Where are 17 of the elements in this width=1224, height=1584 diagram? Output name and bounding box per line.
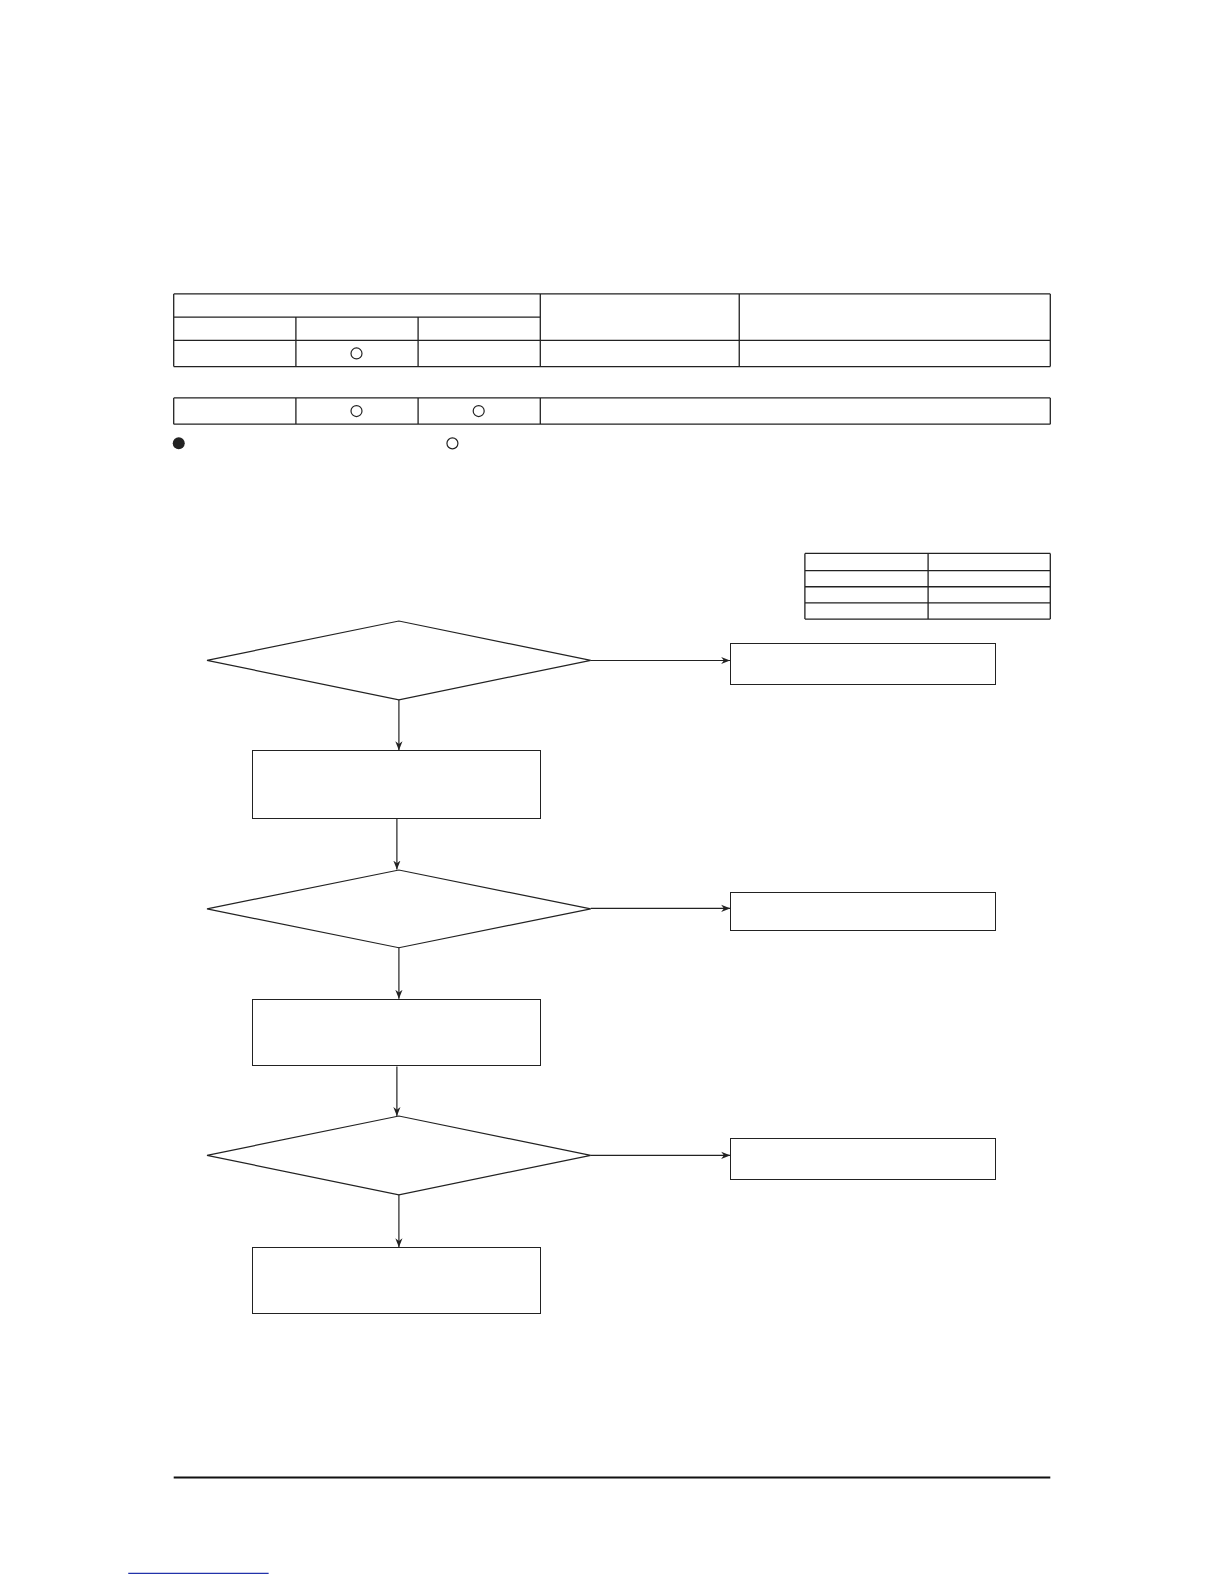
arrow xyxy=(395,699,403,751)
process-box xyxy=(730,643,996,685)
arrow xyxy=(395,1194,403,1248)
decision-diamond xyxy=(207,1115,591,1195)
arrow xyxy=(590,904,731,912)
decision-diamond xyxy=(207,621,591,700)
arrow xyxy=(393,1065,401,1117)
arrow xyxy=(393,818,401,871)
process-box xyxy=(730,1138,996,1180)
arrow xyxy=(590,656,731,665)
process-box xyxy=(252,1247,542,1314)
process-box xyxy=(730,891,996,932)
decision-diamond xyxy=(207,869,591,948)
process-box xyxy=(252,750,542,819)
arrow xyxy=(395,946,403,1000)
process-box xyxy=(252,998,542,1067)
arrow xyxy=(590,1151,731,1159)
